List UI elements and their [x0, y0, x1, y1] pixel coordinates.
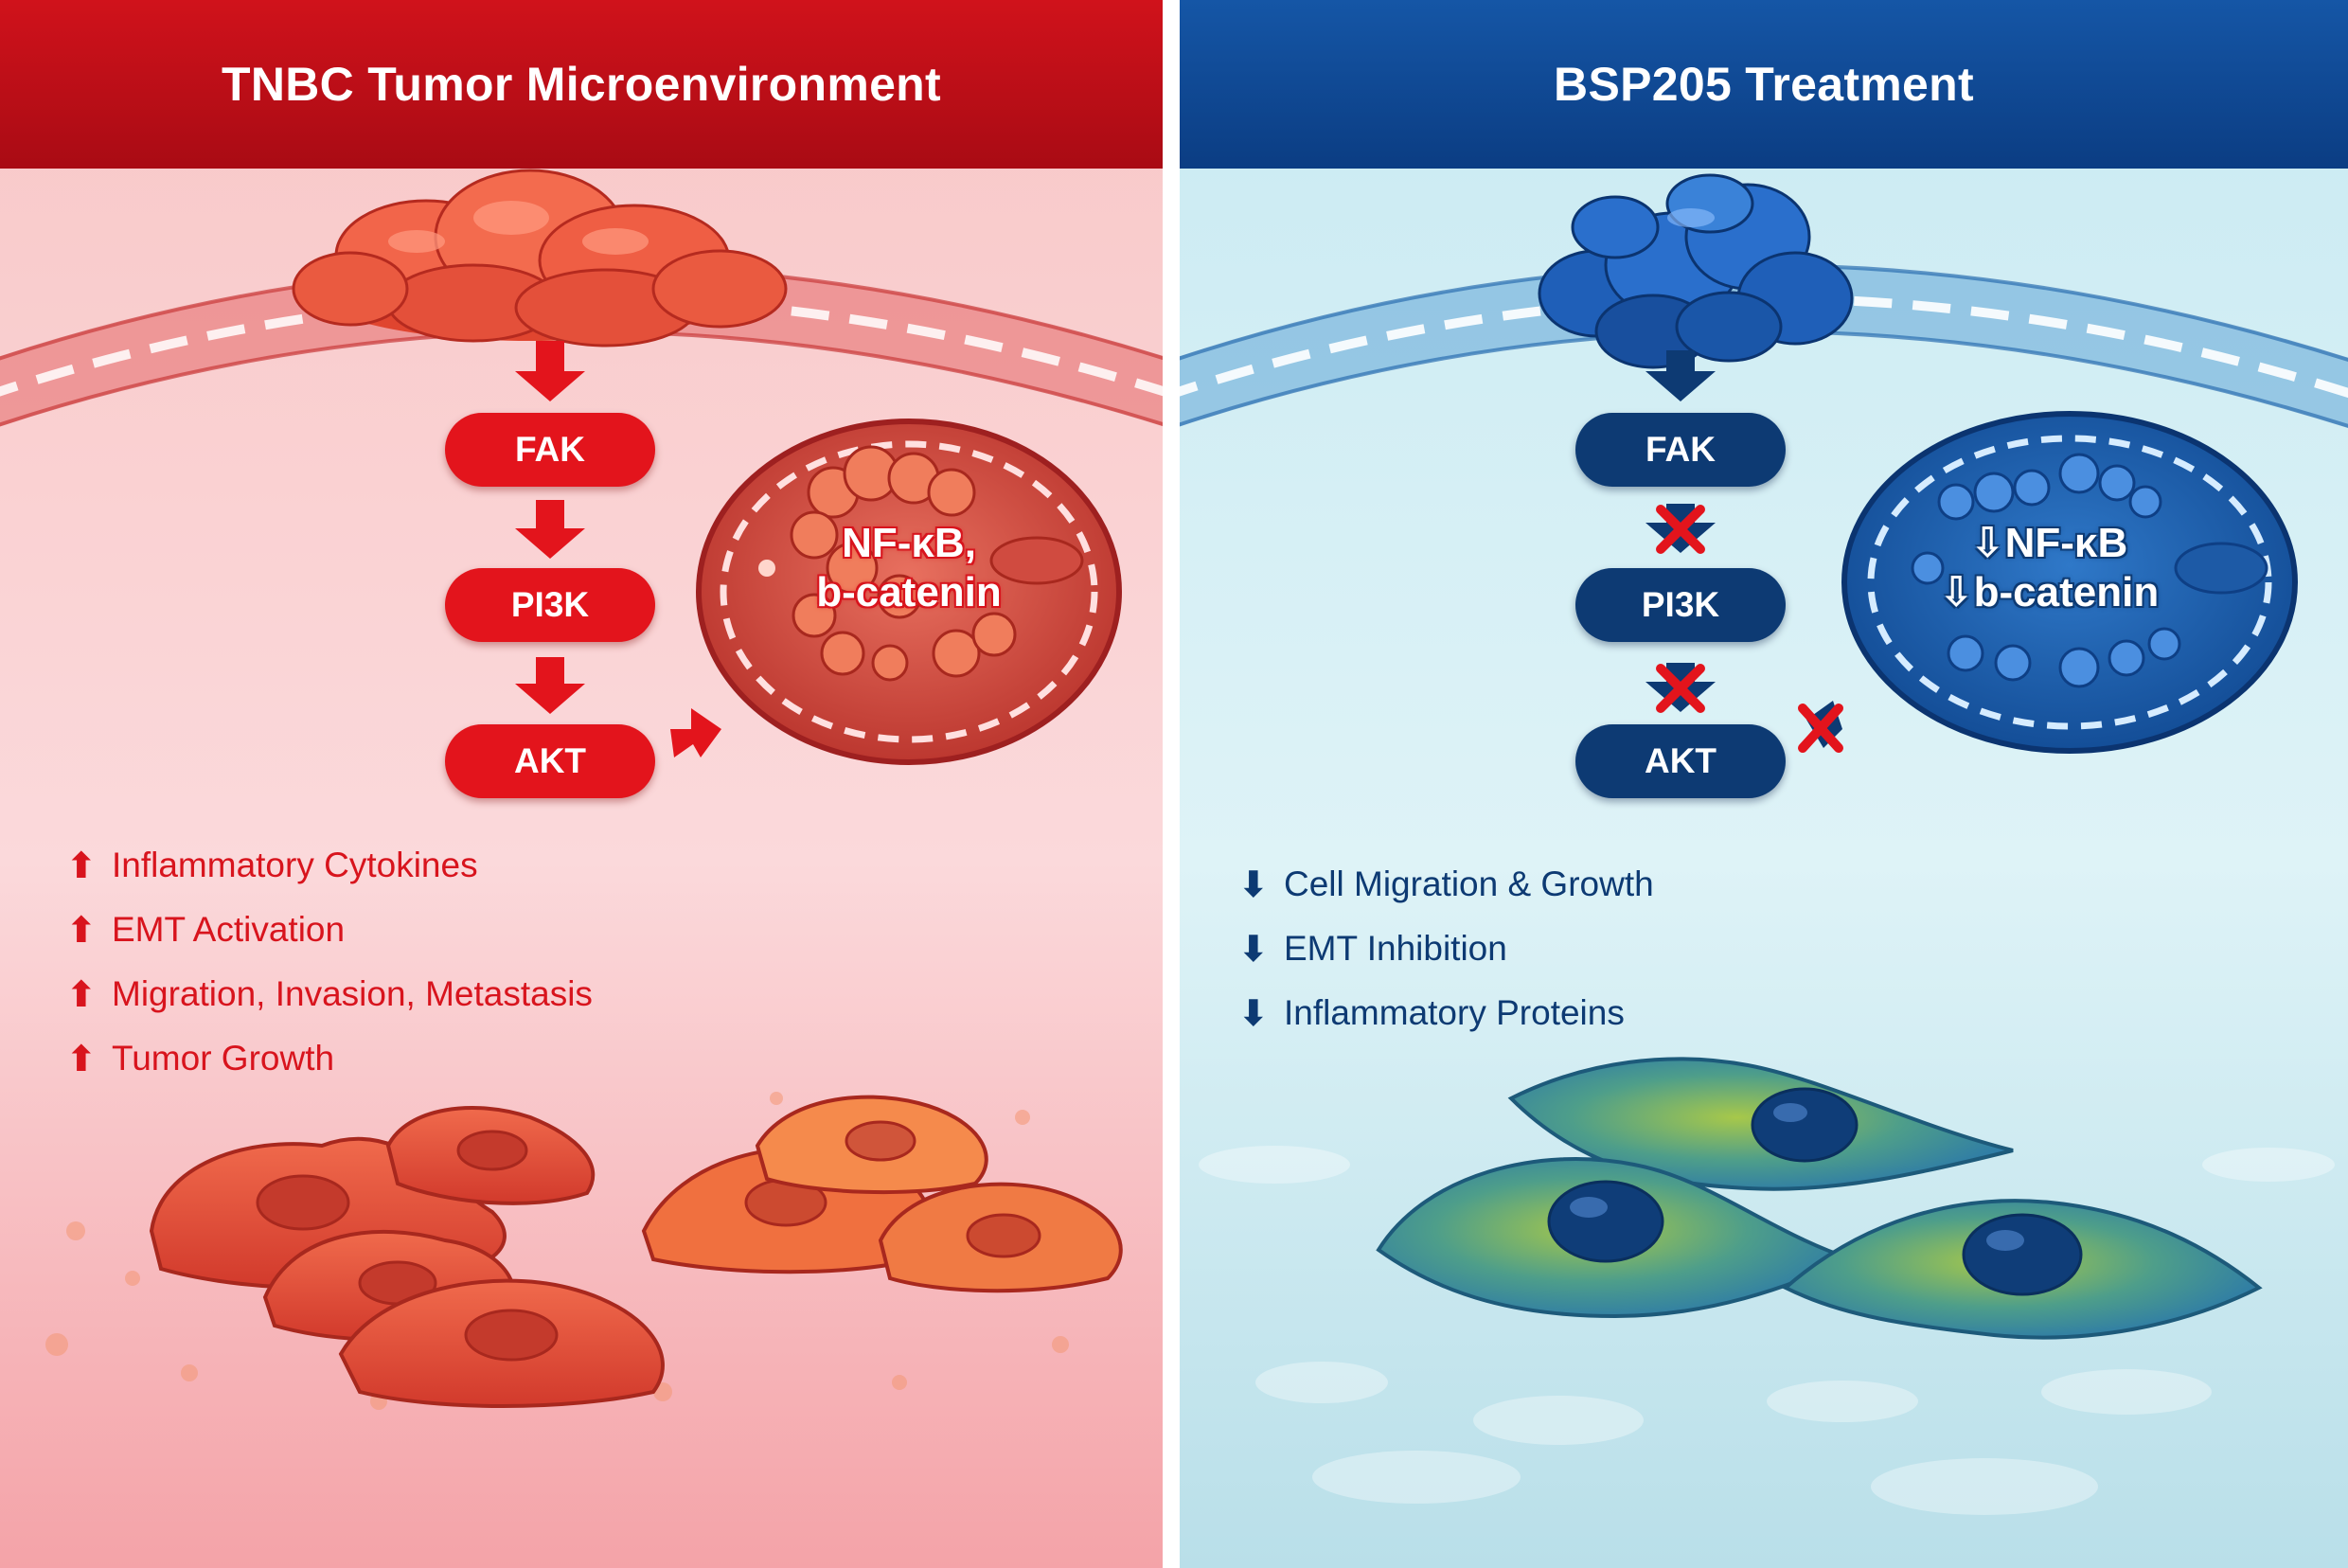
bsp205-to-fak-arrow	[1645, 350, 1716, 401]
right-effect-text: Inflammatory Proteins	[1284, 993, 1625, 1032]
nucleus	[696, 419, 1122, 765]
right-effects-list: ⬇ Cell Migration & Growth ⬇ EMT Inhibition…	[1238, 852, 1654, 1045]
right-panel-artwork	[1180, 173, 2348, 1515]
right-nucleus-label: ⇩NF-κB ⇩b-catenin	[1869, 519, 2229, 617]
tumor-cluster	[292, 169, 788, 347]
left-effect-item: ⬆ Tumor Growth	[66, 1026, 593, 1091]
right-effect-item: ⬇ Cell Migration & Growth	[1238, 852, 1654, 917]
left-effect-item: ⬆ EMT Activation	[66, 898, 593, 962]
left-panel: TNBC Tumor Microenvironment FAK PI3K AKT…	[0, 0, 1163, 1568]
right-pathway-fak: FAK	[1575, 413, 1786, 487]
right-effect-item: ⬇ EMT Inhibition	[1238, 917, 1654, 981]
inhibited-cells	[1199, 1057, 2335, 1515]
up-arrow-icon: ⬆	[66, 1039, 97, 1079]
left-effect-text: Inflammatory Cytokines	[112, 846, 478, 884]
left-panel-artwork	[0, 169, 1163, 1410]
down-arrow-icon: ⬇	[1238, 993, 1269, 1034]
down-arrow-icon: ⬇	[1238, 929, 1269, 970]
right-panel-title: BSP205 Treatment	[1180, 0, 2348, 169]
blocked-arrow-fak-pi3k	[1645, 504, 1716, 554]
left-effect-text: Migration, Invasion, Metastasis	[112, 974, 593, 1013]
up-arrow-icon: ⬆	[66, 974, 97, 1015]
akt-to-nucleus-arrow	[670, 708, 721, 757]
nucleus	[1841, 411, 2298, 754]
left-nucleus-factor-bcatenin: b-catenin	[816, 569, 1002, 615]
left-effect-item: ⬆ Migration, Invasion, Metastasis	[66, 962, 593, 1026]
right-effect-item: ⬇ Inflammatory Proteins	[1238, 981, 1654, 1045]
up-arrow-icon: ⬆	[66, 846, 97, 886]
migrating-tumor-cells	[45, 1092, 1123, 1410]
left-pathway-fak: FAK	[445, 413, 655, 487]
left-effect-text: EMT Activation	[112, 910, 346, 949]
bsp205-cluster	[1538, 173, 1854, 369]
pathway-arrows	[515, 341, 585, 714]
left-nucleus-factor-nfkb: NF-κB,	[842, 520, 976, 566]
left-effect-text: Tumor Growth	[112, 1039, 335, 1078]
left-effect-item: ⬆ Inflammatory Cytokines	[66, 833, 593, 898]
right-effect-text: EMT Inhibition	[1284, 929, 1507, 968]
right-nucleus-factor-bcatenin: ⇩b-catenin	[1938, 569, 2160, 615]
left-pathway-akt: AKT	[445, 724, 655, 798]
right-pathway-akt: AKT	[1575, 724, 1786, 798]
right-effect-text: Cell Migration & Growth	[1284, 864, 1654, 903]
down-arrow-icon: ⬇	[1238, 864, 1269, 905]
right-panel: BSP205 Treatment FAK PI3K AKT ⇩NF-κB ⇩b-…	[1180, 0, 2348, 1568]
left-panel-title: TNBC Tumor Microenvironment	[0, 0, 1163, 169]
blocked-arrow-pi3k-akt	[1645, 663, 1716, 713]
left-pathway-pi3k: PI3K	[445, 568, 655, 642]
left-nucleus-label: NF-κB, b-catenin	[748, 519, 1070, 617]
left-effects-list: ⬆Inflammatory Cytokines ⬆EMT Activation …	[66, 833, 593, 1091]
right-pathway-pi3k: PI3K	[1575, 568, 1786, 642]
right-nucleus-factor-nfkb: ⇩NF-κB	[1969, 520, 2128, 566]
blocked-arrow-akt-nucleus	[1798, 701, 1843, 753]
up-arrow-icon: ⬆	[66, 910, 97, 951]
